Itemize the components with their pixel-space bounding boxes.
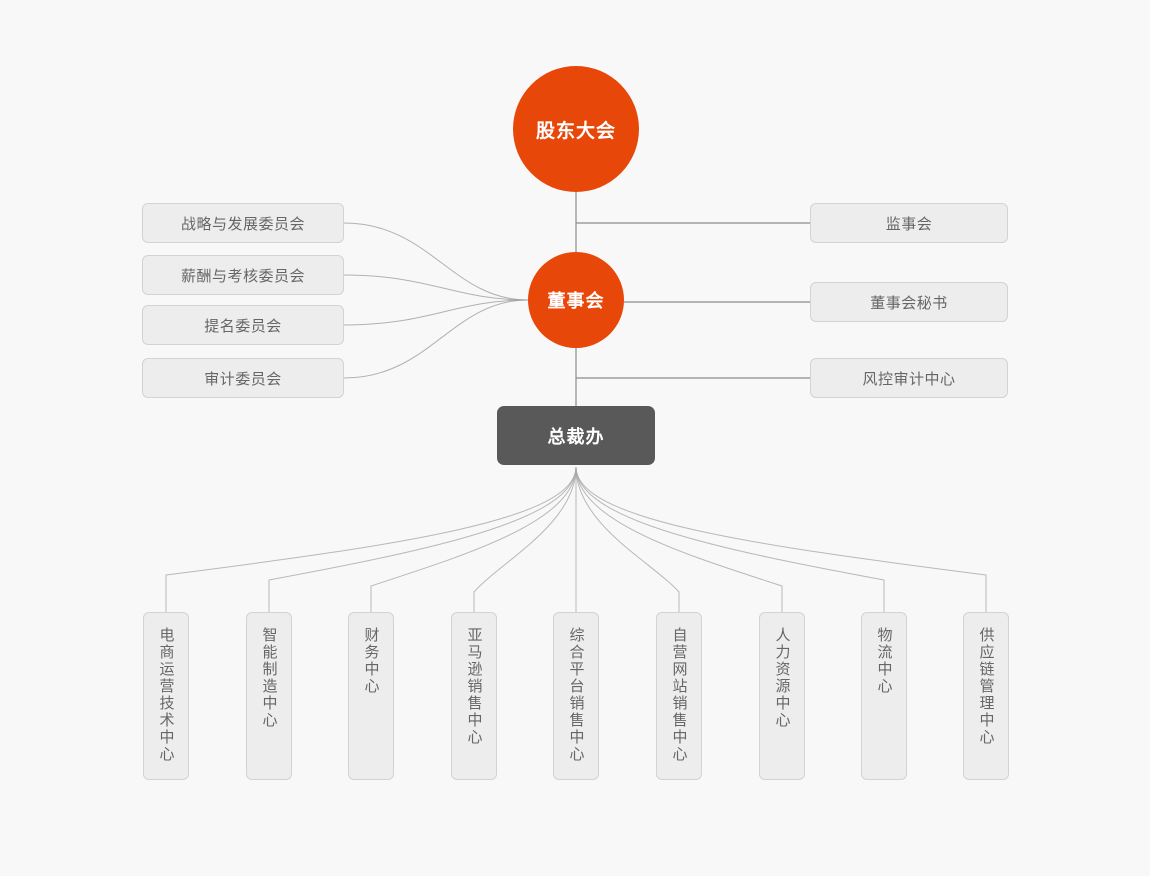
node-committee-compensation-appraisal[interactable]: 薪酬与考核委员会 <box>142 255 344 295</box>
curve-committee-1 <box>343 274 529 301</box>
committee-label: 审计委员会 <box>204 369 282 388</box>
department-label: 人力资源中心 <box>773 627 792 729</box>
curve-committee-3 <box>343 299 529 379</box>
board-of-directors-label: 董事会 <box>547 291 605 312</box>
right-unit-label: 风控审计中心 <box>862 369 956 388</box>
curve-department-8 <box>575 466 987 612</box>
department-label: 物流中心 <box>875 627 894 695</box>
presidents-office-label: 总裁办 <box>547 426 605 448</box>
node-department-self-operated-website-sales-center[interactable]: 自营网站销售中心 <box>656 612 702 780</box>
department-label: 亚马逊销售中心 <box>465 627 484 746</box>
department-label: 财务中心 <box>362 627 381 695</box>
curve-department-6 <box>575 466 783 612</box>
node-department-logistics-center[interactable]: 物流中心 <box>861 612 907 780</box>
node-risk-audit-center[interactable]: 风控审计中心 <box>810 358 1008 398</box>
node-committee-nomination[interactable]: 提名委员会 <box>142 305 344 345</box>
node-department-amazon-sales-center[interactable]: 亚马逊销售中心 <box>451 612 497 780</box>
curve-committee-0 <box>343 222 529 301</box>
node-shareholders-meeting[interactable]: 股东大会 <box>513 66 639 192</box>
node-department-supply-chain-management-center[interactable]: 供应链管理中心 <box>963 612 1009 780</box>
committee-label: 战略与发展委员会 <box>180 214 305 233</box>
curve-department-7 <box>575 466 885 612</box>
department-label: 智能制造中心 <box>260 627 279 729</box>
right-unit-label: 监事会 <box>885 214 933 233</box>
curve-committee-2 <box>343 299 529 326</box>
curve-department-3 <box>473 466 577 612</box>
department-label: 供应链管理中心 <box>977 627 996 746</box>
shareholders-meeting-label: 股东大会 <box>535 119 616 142</box>
node-department-finance-center[interactable]: 财务中心 <box>348 612 394 780</box>
right-unit-label: 董事会秘书 <box>870 293 948 312</box>
committee-label: 提名委员会 <box>204 316 282 335</box>
node-presidents-office[interactable]: 总裁办 <box>497 406 655 465</box>
department-label: 综合平台销售中心 <box>567 627 586 763</box>
node-department-human-resources-center[interactable]: 人力资源中心 <box>759 612 805 780</box>
curve-department-1 <box>268 466 577 612</box>
node-department-integrated-platform-sales-center[interactable]: 综合平台销售中心 <box>553 612 599 780</box>
node-department-ecommerce-operations-tech-center[interactable]: 电商运营技术中心 <box>143 612 189 780</box>
node-committee-strategy-development[interactable]: 战略与发展委员会 <box>142 203 344 243</box>
department-label: 电商运营技术中心 <box>157 627 176 763</box>
curve-department-5 <box>575 466 680 612</box>
curve-department-0 <box>165 466 577 612</box>
node-department-smart-manufacturing-center[interactable]: 智能制造中心 <box>246 612 292 780</box>
node-board-of-directors[interactable]: 董事会 <box>528 252 624 348</box>
node-board-secretary[interactable]: 董事会秘书 <box>810 282 1008 322</box>
department-label: 自营网站销售中心 <box>670 627 689 763</box>
committee-label: 薪酬与考核委员会 <box>180 266 305 285</box>
node-supervisory-board[interactable]: 监事会 <box>810 203 1008 243</box>
curve-department-2 <box>370 466 577 612</box>
node-committee-audit[interactable]: 审计委员会 <box>142 358 344 398</box>
